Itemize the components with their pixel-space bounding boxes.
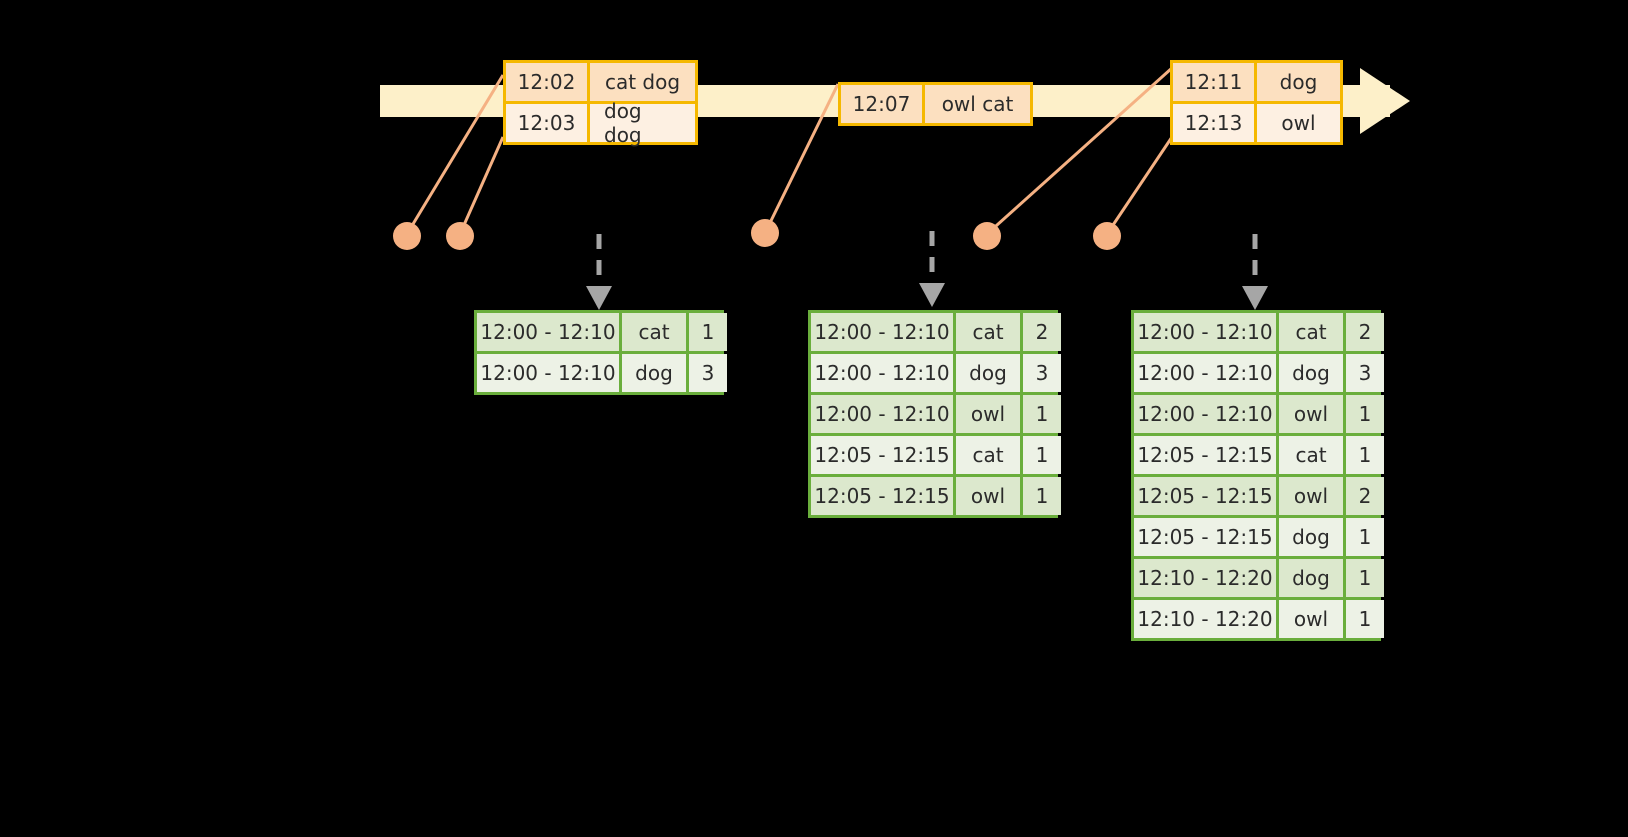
cell-window: 12:05 - 12:15 bbox=[1134, 518, 1276, 556]
event-value: owl cat bbox=[925, 85, 1030, 123]
cell-window: 12:00 - 12:10 bbox=[477, 354, 619, 392]
connector-dot-2 bbox=[446, 222, 474, 250]
event-time: 12:02 bbox=[506, 63, 590, 101]
table-row[interactable]: 12:05 - 12:15 cat 1 bbox=[1134, 436, 1384, 477]
event-group-1[interactable]: 12:02 cat dog 12:03 dog dog bbox=[503, 60, 698, 147]
table-row[interactable]: 12:05 - 12:15 cat 1 bbox=[811, 436, 1061, 477]
connector-line-5 bbox=[1105, 136, 1174, 235]
cell-count: 1 bbox=[1346, 518, 1384, 556]
cell-key: cat bbox=[956, 313, 1020, 351]
connector-dot-3 bbox=[751, 219, 779, 247]
connector-line-1 bbox=[405, 74, 505, 235]
table-row[interactable]: 12:00 - 12:10 cat 2 bbox=[811, 313, 1061, 354]
event-row[interactable]: 12:03 dog dog bbox=[506, 99, 695, 147]
cell-count: 1 bbox=[1346, 436, 1384, 474]
event-value: cat dog bbox=[590, 63, 695, 101]
table-row[interactable]: 12:05 - 12:15 owl 1 bbox=[811, 477, 1061, 515]
table-row[interactable]: 12:00 - 12:10 cat 2 bbox=[1134, 313, 1384, 354]
cell-window: 12:10 - 12:20 bbox=[1134, 600, 1276, 638]
table-row[interactable]: 12:10 - 12:20 dog 1 bbox=[1134, 559, 1384, 600]
event-time: 12:07 bbox=[841, 85, 925, 123]
event-time: 12:13 bbox=[1173, 104, 1257, 142]
timeline-arrowhead bbox=[1360, 68, 1410, 134]
cell-window: 12:00 - 12:10 bbox=[477, 313, 619, 351]
flow-arrow-3 bbox=[1242, 234, 1268, 310]
event-row[interactable]: 12:07 owl cat bbox=[841, 85, 1030, 123]
table-row[interactable]: 12:10 - 12:20 owl 1 bbox=[1134, 600, 1384, 638]
cell-window: 12:00 - 12:10 bbox=[811, 395, 953, 433]
table-row[interactable]: 12:00 - 12:10 dog 3 bbox=[1134, 354, 1384, 395]
cell-key: owl bbox=[1279, 600, 1343, 638]
cell-key: cat bbox=[622, 313, 686, 351]
cell-key: dog bbox=[1279, 354, 1343, 392]
flow-arrow-2 bbox=[919, 231, 945, 307]
cell-count: 1 bbox=[1023, 395, 1061, 433]
cell-count: 1 bbox=[689, 313, 727, 351]
event-time: 12:03 bbox=[506, 104, 590, 142]
cell-count: 3 bbox=[1023, 354, 1061, 392]
cell-key: dog bbox=[1279, 559, 1343, 597]
table-row[interactable]: 12:05 - 12:15 dog 1 bbox=[1134, 518, 1384, 559]
cell-key: owl bbox=[956, 477, 1020, 515]
result-table-3[interactable]: 12:00 - 12:10 cat 2 12:00 - 12:10 dog 3 … bbox=[1131, 310, 1384, 641]
connector-dot-1 bbox=[393, 222, 421, 250]
cell-count: 1 bbox=[1023, 436, 1061, 474]
cell-window: 12:00 - 12:10 bbox=[1134, 313, 1276, 351]
table-row[interactable]: 12:00 - 12:10 owl 1 bbox=[811, 395, 1061, 436]
event-value: dog bbox=[1257, 63, 1340, 101]
cell-window: 12:00 - 12:10 bbox=[1134, 354, 1276, 392]
cell-count: 2 bbox=[1023, 313, 1061, 351]
cell-count: 3 bbox=[689, 354, 727, 392]
cell-key: dog bbox=[622, 354, 686, 392]
cell-count: 1 bbox=[1346, 395, 1384, 433]
result-table-2[interactable]: 12:00 - 12:10 cat 2 12:00 - 12:10 dog 3 … bbox=[808, 310, 1061, 518]
connector-line-2 bbox=[458, 136, 505, 235]
table-row[interactable]: 12:00 - 12:10 dog 3 bbox=[477, 354, 727, 392]
cell-window: 12:05 - 12:15 bbox=[811, 436, 953, 474]
cell-count: 1 bbox=[1346, 600, 1384, 638]
event-value: dog dog bbox=[590, 99, 695, 147]
cell-key: owl bbox=[956, 395, 1020, 433]
cell-window: 12:00 - 12:10 bbox=[811, 313, 953, 351]
cell-window: 12:00 - 12:10 bbox=[1134, 395, 1276, 433]
cell-count: 1 bbox=[1346, 559, 1384, 597]
table-row[interactable]: 12:00 - 12:10 owl 1 bbox=[1134, 395, 1384, 436]
table-row[interactable]: 12:00 - 12:10 cat 1 bbox=[477, 313, 727, 354]
cell-key: owl bbox=[1279, 477, 1343, 515]
cell-count: 3 bbox=[1346, 354, 1384, 392]
cell-window: 12:05 - 12:15 bbox=[811, 477, 953, 515]
event-row[interactable]: 12:02 cat dog bbox=[506, 63, 695, 101]
event-time: 12:11 bbox=[1173, 63, 1257, 101]
cell-window: 12:05 - 12:15 bbox=[1134, 477, 1276, 515]
cell-count: 2 bbox=[1346, 313, 1384, 351]
cell-key: dog bbox=[956, 354, 1020, 392]
event-group-3[interactable]: 12:11 dog 12:13 owl bbox=[1170, 60, 1343, 145]
cell-key: cat bbox=[956, 436, 1020, 474]
connector-dot-5 bbox=[1093, 222, 1121, 250]
cell-window: 12:00 - 12:10 bbox=[811, 354, 953, 392]
cell-count: 1 bbox=[1023, 477, 1061, 515]
result-table-1[interactable]: 12:00 - 12:10 cat 1 12:00 - 12:10 dog 3 bbox=[474, 310, 727, 395]
cell-window: 12:05 - 12:15 bbox=[1134, 436, 1276, 474]
event-row[interactable]: 12:11 dog bbox=[1173, 63, 1340, 101]
cell-key: cat bbox=[1279, 313, 1343, 351]
table-row[interactable]: 12:05 - 12:15 owl 2 bbox=[1134, 477, 1384, 518]
connector-line-3 bbox=[763, 83, 840, 234]
flow-arrow-1 bbox=[586, 234, 612, 310]
table-row[interactable]: 12:00 - 12:10 dog 3 bbox=[811, 354, 1061, 395]
event-value: owl bbox=[1257, 104, 1340, 142]
cell-key: owl bbox=[1279, 395, 1343, 433]
event-group-2[interactable]: 12:07 owl cat bbox=[838, 82, 1033, 126]
cell-key: cat bbox=[1279, 436, 1343, 474]
event-row[interactable]: 12:13 owl bbox=[1173, 101, 1340, 142]
cell-count: 2 bbox=[1346, 477, 1384, 515]
connector-dot-4 bbox=[973, 222, 1001, 250]
cell-window: 12:10 - 12:20 bbox=[1134, 559, 1276, 597]
cell-key: dog bbox=[1279, 518, 1343, 556]
